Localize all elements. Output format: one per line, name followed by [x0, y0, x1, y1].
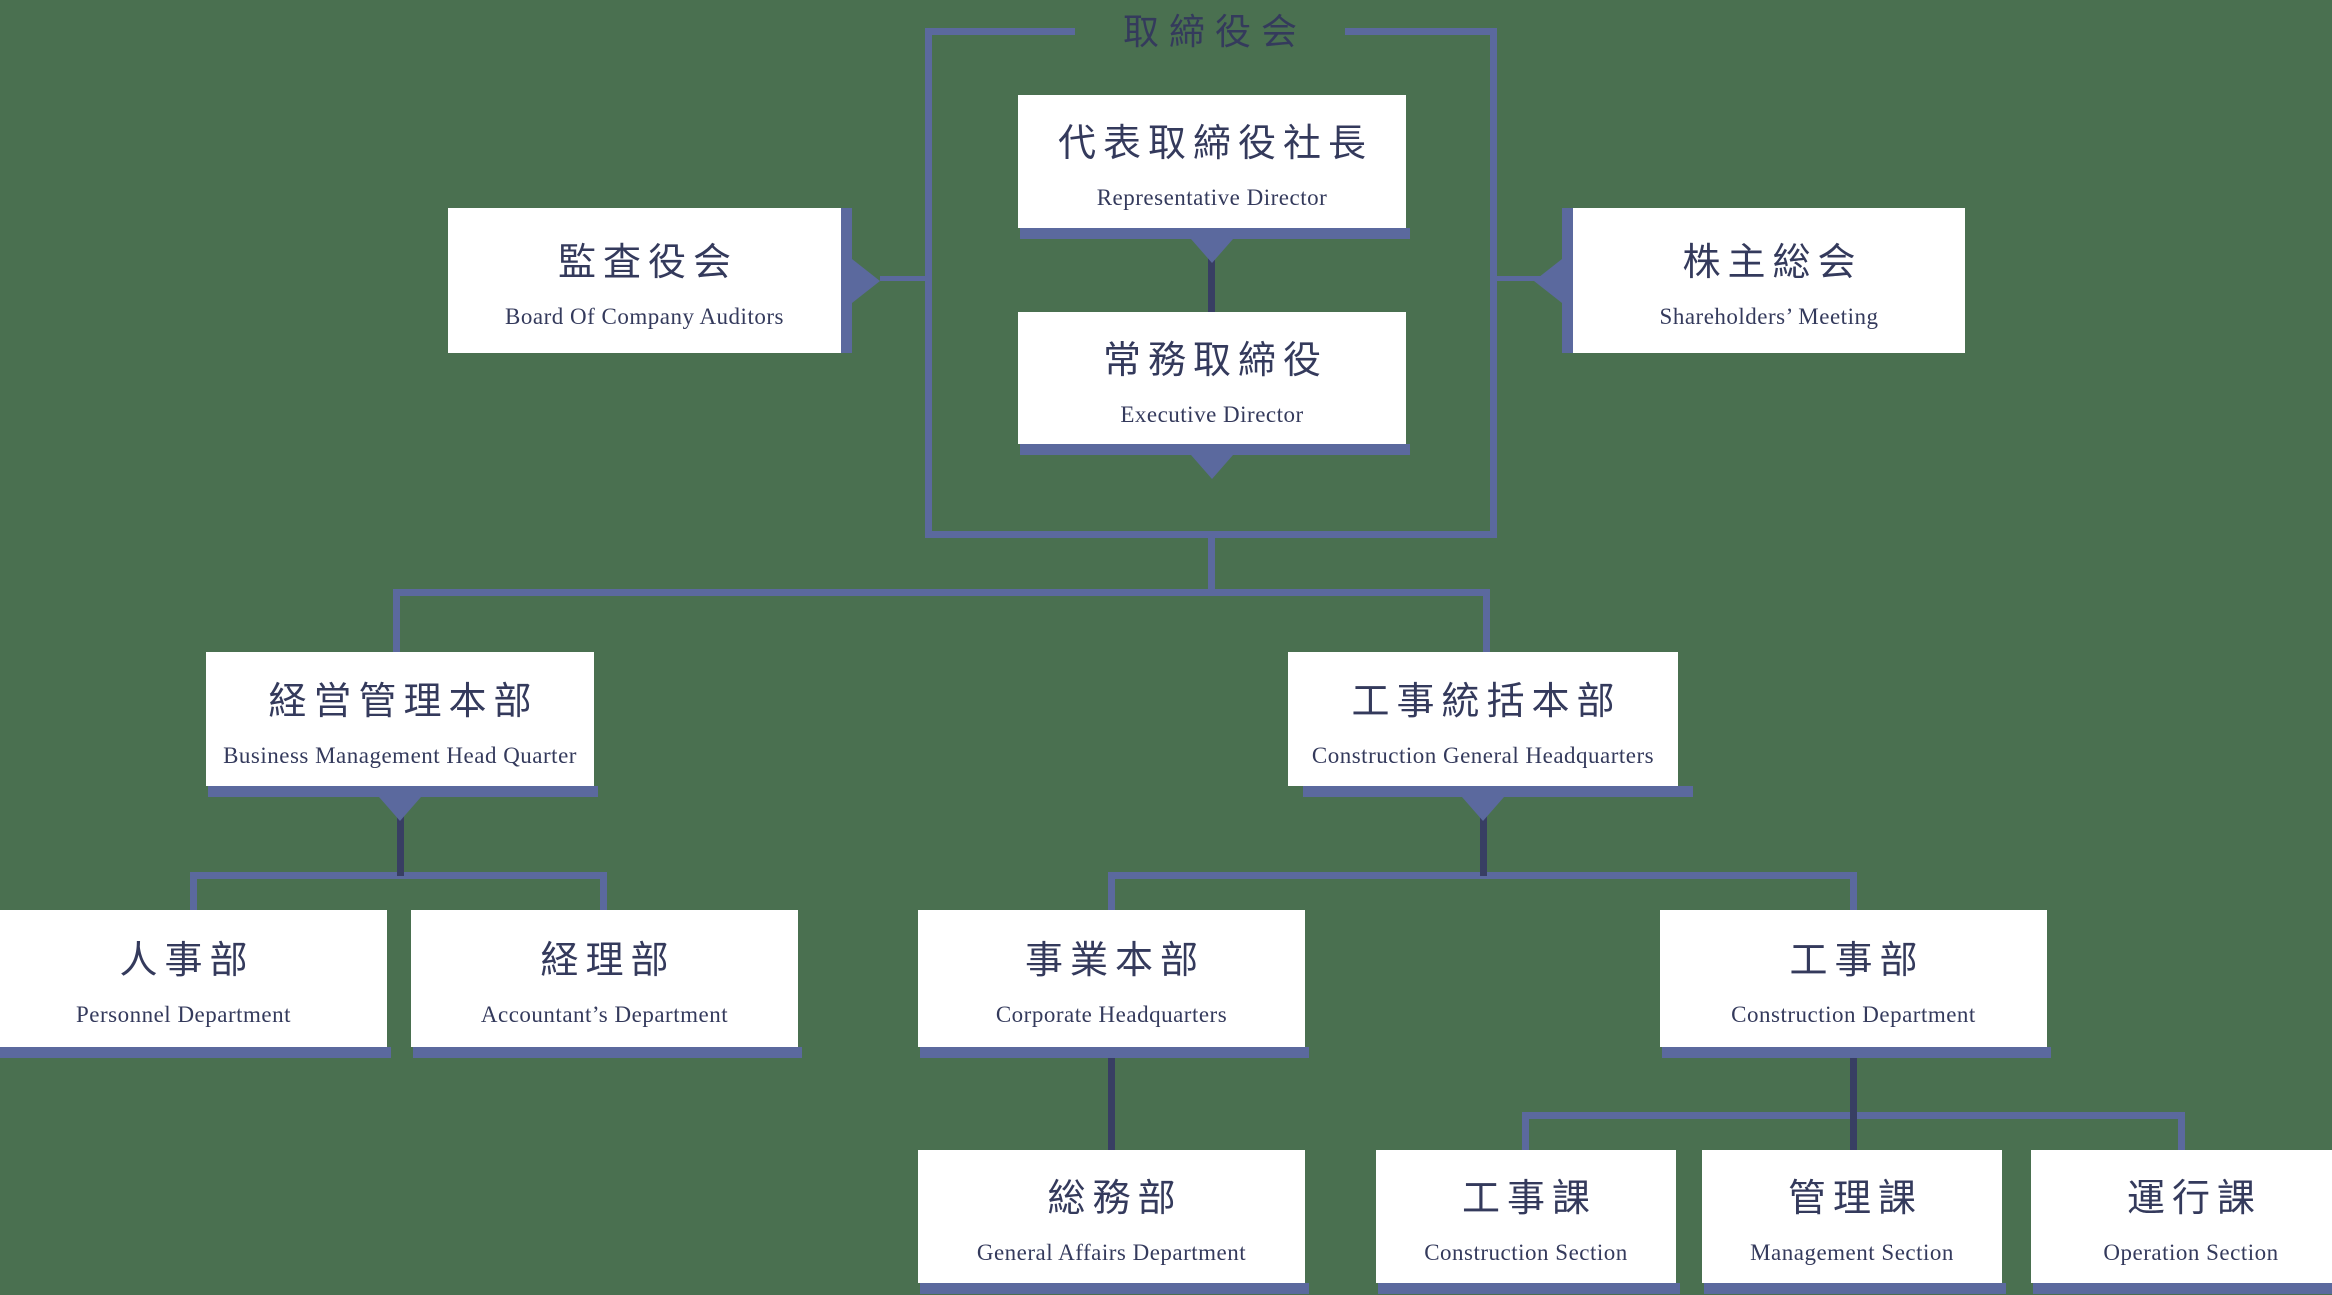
node-subtitle-en: Construction Section [1424, 1240, 1628, 1265]
node-title-jp: 工事課 [1461, 1178, 1597, 1220]
node-subtitle-en: Management Section [1750, 1240, 1954, 1265]
node-subtitle-en: General Affairs Department [976, 1240, 1247, 1265]
down-arrow [379, 797, 421, 821]
node-subtitle-en: Construction General Headquarters [1311, 742, 1655, 768]
node-construction-section: 工事課 Construction Section [1376, 1150, 1680, 1294]
connector-distribution-horizontal [393, 589, 1490, 596]
right-arrow [852, 258, 880, 303]
node-subtitle-en: Executive Director [1120, 401, 1304, 427]
connector-corporate-to-general-affairs [1108, 1058, 1115, 1154]
down-arrow [1191, 455, 1233, 479]
down-arrow [1191, 239, 1233, 263]
shadow-bar [1303, 786, 1693, 797]
node-representative-director: 代表取締役社長 Representative Director [1018, 95, 1410, 263]
node-title-jp: 工事統括本部 [1351, 680, 1622, 723]
node-title-jp: 事業本部 [1024, 940, 1205, 982]
shadow-bar [1020, 228, 1410, 239]
node-executive-director: 常務取締役 Executive Director [1018, 312, 1410, 479]
node-construction-general-hq: 工事統括本部 Construction General Headquarters [1288, 652, 1693, 821]
node-general-affairs-department: 総務部 General Affairs Department [918, 1150, 1309, 1294]
shadow-bar [1020, 444, 1410, 455]
side-bar [841, 208, 852, 353]
side-bar [1562, 208, 1573, 353]
node-construction-department: 工事部 Construction Department [1660, 910, 2051, 1058]
shadow-bar [2033, 1283, 2332, 1294]
node-subtitle-en: Personnel Department [75, 1002, 292, 1027]
connector-drop-accountants [600, 872, 607, 917]
connector-auditors-to-frame [880, 276, 928, 281]
node-title-jp: 株主総会 [1682, 242, 1863, 284]
connector-drop-operation-section [2178, 1112, 2185, 1154]
node-shareholders-meeting: 株主総会 Shareholders’ Meeting [1534, 208, 1965, 353]
connector-frame-to-distribution [1208, 531, 1215, 593]
node-subtitle-en: Business Management Head Quarter [223, 742, 577, 768]
left-arrow [1534, 258, 1562, 303]
shadow-bar [0, 1047, 391, 1058]
node-business-management-hq: 経営管理本部 Business Management Head Quarter [206, 652, 598, 821]
board-of-directors-label: 取締役会 [1075, 0, 1345, 58]
shadow-bar [413, 1047, 802, 1058]
shadow-bar [1662, 1047, 2051, 1058]
node-accountants-department: 経理部 Accountant’s Department [411, 910, 802, 1058]
node-title-jp: 経営管理本部 [268, 680, 539, 723]
connector-drop-construction-general [1483, 589, 1490, 659]
shadow-bar [920, 1047, 1309, 1058]
node-title-jp: 人事部 [119, 940, 255, 982]
connector-construction-dept-stub [1850, 1058, 1857, 1154]
node-title-jp: 常務取締役 [1102, 339, 1328, 382]
node-subtitle-en: Shareholders’ Meeting [1659, 304, 1879, 329]
node-title-jp: 管理課 [1787, 1178, 1923, 1220]
shadow-bar [920, 1283, 1309, 1294]
connector-drop-business-management [393, 589, 400, 659]
node-title-jp: 運行課 [2126, 1178, 2262, 1220]
node-operation-section: 運行課 Operation Section [2031, 1150, 2332, 1294]
down-arrow [1462, 797, 1504, 821]
node-personnel-department: 人事部 Personnel Department [0, 910, 391, 1058]
node-title-jp: 代表取締役社長 [1057, 123, 1373, 165]
node-management-section: 管理課 Management Section [1702, 1150, 2006, 1294]
node-corporate-headquarters: 事業本部 Corporate Headquarters [918, 910, 1309, 1058]
node-subtitle-en: Accountant’s Department [480, 1002, 729, 1027]
node-board-of-company-auditors: 監査役会 Board Of Company Auditors [448, 208, 880, 353]
connector-business-management-stub [397, 800, 404, 876]
connector-drop-personnel [190, 872, 197, 917]
shadow-bar [208, 786, 598, 797]
node-subtitle-en: Corporate Headquarters [995, 1002, 1228, 1027]
connector-frame-to-shareholders [1494, 276, 1542, 281]
connector-drop-corporate-hq [1108, 872, 1115, 917]
shadow-bar [1704, 1283, 2006, 1294]
node-title-jp: 総務部 [1047, 1178, 1183, 1220]
connector-drop-construction-dept [1850, 872, 1857, 917]
node-subtitle-en: Representative Director [1096, 185, 1328, 210]
connector-drop-construction-section [1522, 1112, 1529, 1154]
node-title-jp: 監査役会 [557, 242, 738, 284]
node-subtitle-en: Operation Section [2103, 1240, 2279, 1265]
shadow-bar [1378, 1283, 1680, 1294]
connector-construction-general-stub [1480, 800, 1487, 876]
node-subtitle-en: Construction Department [1731, 1002, 1976, 1027]
connector-representative-to-executive [1208, 236, 1215, 318]
node-subtitle-en: Board Of Company Auditors [505, 304, 784, 329]
node-title-jp: 工事部 [1789, 940, 1925, 982]
node-title-jp: 経理部 [540, 940, 676, 982]
